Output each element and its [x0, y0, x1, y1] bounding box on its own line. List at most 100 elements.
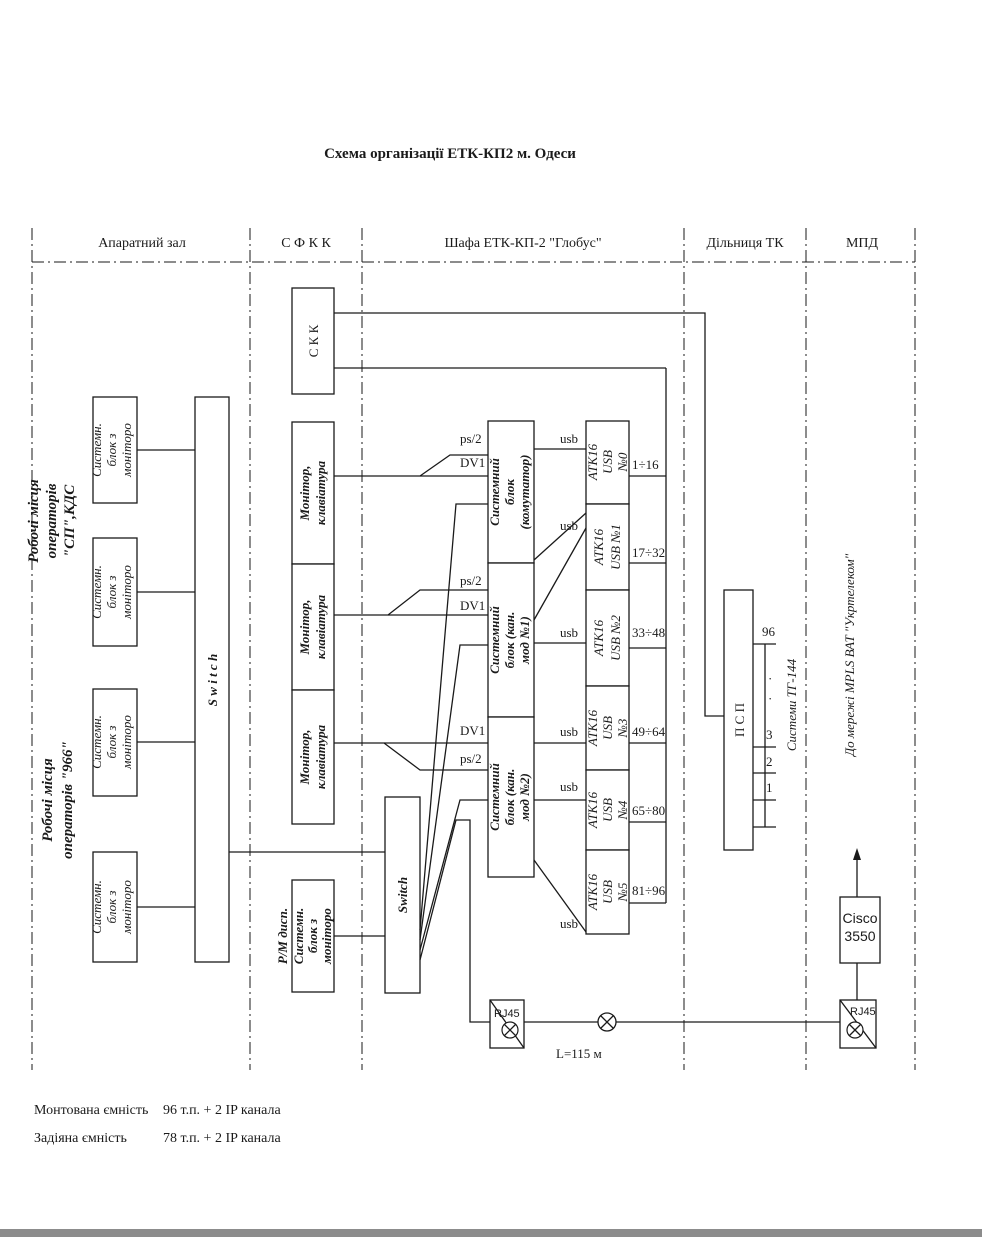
svg-text:№0: №0 — [615, 452, 630, 472]
svg-text:Р/М диcп.: Р/М диcп. — [275, 908, 290, 964]
svg-text:"СП",КДС: "СП",КДС — [62, 484, 78, 557]
operator-unit-1: Системн. блок з моніторо — [89, 396, 138, 504]
svg-text:Системи ТГ-144: Системи ТГ-144 — [784, 658, 799, 751]
ps2-label: ps/2 — [460, 431, 482, 446]
rm-dispatcher-caption: Р/М диcп. — [275, 908, 290, 964]
usb-label: usb — [560, 724, 578, 739]
svg-text:Системн.: Системн. — [89, 880, 104, 934]
dvi-label: DV1 — [460, 455, 485, 470]
rm-dispatcher-unit: Системн. блок з моніторо — [291, 879, 335, 993]
svg-text:мод №1): мод №1) — [517, 616, 532, 665]
psp-ports: 1 2 3 · · 96 — [753, 624, 776, 828]
dvi-label: DV1 — [460, 723, 485, 738]
svg-text:АТК16: АТК16 — [591, 619, 606, 657]
psp-dot: · — [768, 691, 772, 706]
svg-text:клавіатура: клавіатура — [313, 594, 328, 659]
uplink-arrow — [853, 848, 861, 897]
range-label: 81÷96 — [632, 883, 666, 898]
rj45-right: RJ45 — [839, 999, 877, 1049]
svg-text:Системн.: Системн. — [89, 565, 104, 619]
zone-dividers — [31, 228, 916, 1070]
atk-module-4: АТК16 USB №4 — [585, 769, 630, 851]
psp-box: П С П — [723, 589, 754, 851]
svg-text:Робочі місця: Робочі місця — [26, 479, 42, 563]
svg-text:операторів: операторів — [44, 483, 60, 558]
svg-text:моніторо: моніторо — [319, 908, 334, 965]
svg-text:АТК16: АТК16 — [591, 528, 606, 566]
svg-text:блок (кан.: блок (кан. — [502, 612, 517, 669]
svg-text:USB: USB — [600, 450, 615, 474]
svg-text:блок з: блок з — [305, 919, 320, 953]
svg-text:USB №1: USB №1 — [608, 524, 623, 570]
cisco-router: Cisco 3550 — [839, 896, 881, 964]
cable-line — [524, 1012, 840, 1032]
atk-module-1: АТК16 USB №1 — [585, 503, 630, 591]
system-unit-channel-module-1: Системний блок (кан. мод №1) — [487, 562, 535, 718]
zone-tk-section: Дільниця ТК — [706, 236, 784, 251]
svg-text:USB №2: USB №2 — [608, 615, 623, 661]
operators-group-2-caption: Робочі місця операторів "966" — [40, 741, 76, 859]
svg-text:USB: USB — [600, 716, 615, 740]
psp-port-3: 3 — [766, 727, 773, 742]
svg-text:Системний: Системний — [487, 763, 502, 831]
used-capacity-label: Задіяна ємність — [34, 1131, 127, 1146]
ps2-label: ps/2 — [460, 751, 482, 766]
system-unit-commutator: Системний блок (комутатор) — [487, 420, 535, 564]
system-unit-channel-module-2: Системний блок (кан. мод №2) — [487, 716, 535, 878]
atk-module-0: АТК16 USB №0 — [585, 420, 630, 505]
svg-text:№4: №4 — [615, 800, 630, 820]
svg-text:операторів "966": операторів "966" — [60, 741, 76, 859]
operator-to-switch-links — [137, 449, 195, 908]
zone-apparatus-hall: Апаратний зал — [98, 236, 186, 251]
svg-text:блок з: блок з — [104, 891, 119, 924]
operator-unit-4: Системн. блок з моніторо — [89, 851, 138, 963]
svg-text:USB: USB — [600, 798, 615, 822]
svg-text:До мережі MPLS ВАТ "Укртелеко: До мережі MPLS ВАТ "Укртелеком" — [842, 553, 857, 758]
svg-text:№5: №5 — [615, 882, 630, 902]
svg-text:Системний: Системний — [487, 458, 502, 526]
usb-label: usb — [560, 625, 578, 640]
small-switch: Switch — [384, 796, 421, 994]
svg-text:Монітор,: Монітор, — [297, 600, 312, 656]
usb-label: usb — [560, 916, 578, 931]
svg-text:Switch: Switch — [395, 877, 410, 913]
monitor-keyboard-3: Монітор, клавіатура — [291, 689, 335, 825]
svg-text:С К К: С К К — [306, 324, 321, 357]
svg-text:моніторо: моніторо — [119, 565, 134, 620]
svg-text:Монітор,: Монітор, — [297, 730, 312, 786]
zone-sfkk: С Ф К К — [281, 236, 331, 251]
svg-text:блок з: блок з — [104, 576, 119, 609]
svg-text:№3: №3 — [615, 718, 630, 738]
usb-label: usb — [560, 779, 578, 794]
tg144-caption: Системи ТГ-144 — [784, 658, 799, 751]
zone-mpd: МПД — [846, 236, 879, 251]
svg-text:Монітор,: Монітор, — [297, 466, 312, 522]
svg-text:блок: блок — [502, 479, 517, 505]
svg-text:АТК16: АТК16 — [585, 873, 600, 911]
svg-text:моніторо: моніторо — [119, 423, 134, 478]
range-label: 49÷64 — [632, 724, 666, 739]
svg-text:Робочі місця: Робочі місця — [40, 758, 56, 842]
svg-text:АТК16: АТК16 — [585, 443, 600, 481]
svg-text:Системн.: Системн. — [89, 715, 104, 769]
atk-module-2: АТК16 USB №2 — [585, 589, 630, 687]
usb-links — [533, 448, 587, 933]
psp-dot: · — [768, 671, 772, 686]
atk-bus-lines — [629, 368, 667, 904]
svg-text:Системн.: Системн. — [89, 423, 104, 477]
svg-text:клавіатура: клавіатура — [313, 724, 328, 789]
diagram-title: Схема організації ЕТК-КП2 м. Одеси — [324, 146, 576, 162]
svg-text:блок з: блок з — [104, 434, 119, 467]
range-label: 17÷32 — [632, 545, 665, 560]
atk-module-5: АТК16 USB №5 — [585, 849, 630, 935]
bottom-bar — [0, 1229, 982, 1237]
operator-unit-3: Системн. блок з моніторо — [89, 688, 138, 797]
svg-text:блок з: блок з — [104, 726, 119, 759]
svg-text:S w i t c h: S w i t c h — [205, 654, 220, 706]
svg-text:RJ45: RJ45 — [494, 1008, 520, 1020]
svg-text:(комутатор): (комутатор) — [517, 455, 532, 530]
monitor-keyboard-2: Монітор, клавіатура — [291, 563, 335, 691]
svg-text:моніторо: моніторо — [119, 715, 134, 770]
installed-capacity-value: 96 т.п. + 2 IP канала — [163, 1103, 282, 1118]
